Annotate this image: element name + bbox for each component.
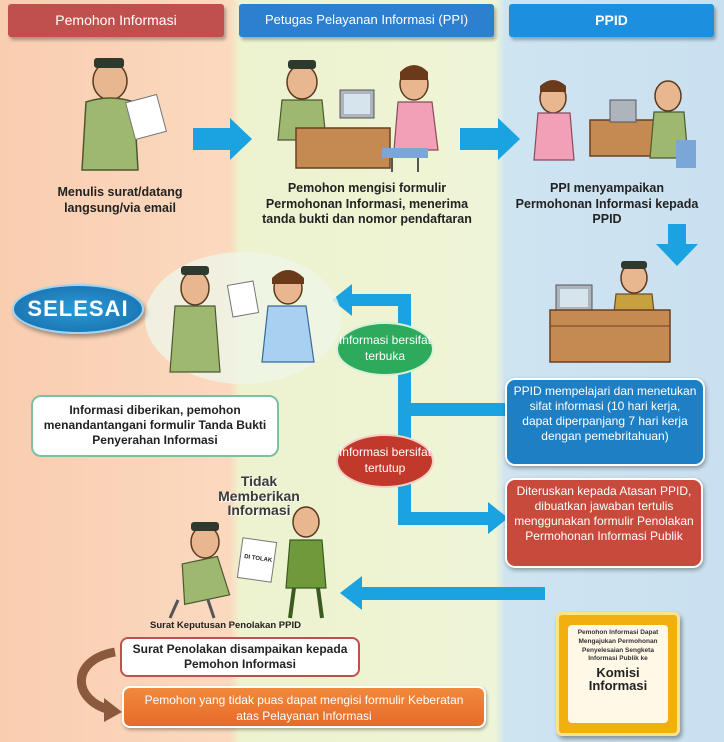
oval-open: Informasi bersifat terbuka xyxy=(336,322,434,376)
step4-box: PPID mempelajari dan menetukan sifat inf… xyxy=(505,378,705,466)
illustration-man-letter xyxy=(81,58,167,171)
done-info-box: Informasi diberikan, pemohon menandantan… xyxy=(31,395,279,457)
arrow-right-reject xyxy=(488,502,508,534)
rejection-sent-box: Surat Penolakan disampaikan kepada Pemoh… xyxy=(120,637,360,677)
objection-box: Pemohon yang tidak puas dapat mengisi fo… xyxy=(122,686,486,728)
illustration-rejection xyxy=(168,506,327,619)
arrow-right-1 xyxy=(193,118,252,160)
selesai-badge: SELESAI xyxy=(12,284,144,334)
surat-keputusan-label: Surat Keputusan Penolakan PPID xyxy=(150,620,301,631)
oval-closed: Informasi bersifat tertutup xyxy=(336,434,434,488)
tidak-memberikan-label: Tidak Memberikan Informasi xyxy=(218,473,300,519)
illustration-ppi-to-ppid xyxy=(533,80,696,168)
arrow-left-selesai xyxy=(332,284,352,316)
header-ppid: PPID xyxy=(509,4,714,37)
curved-arrow xyxy=(76,647,116,715)
header-pemohon: Pemohon Informasi xyxy=(8,4,224,37)
header-petugas: Petugas Pelayanan Informasi (PPI) xyxy=(239,4,494,37)
illustration-ppi-desk xyxy=(277,60,439,172)
arrow-left-return xyxy=(340,576,362,610)
step5-box: Diteruskan kepada Atasan PPID, dibuatkan… xyxy=(505,478,703,568)
step1-caption: Menulis surat/datang langsung/via email xyxy=(57,185,183,215)
komisi-big-text: Komisi Informasi xyxy=(588,665,648,694)
flow-line-return xyxy=(360,587,545,600)
illustration-ppid-desk xyxy=(549,261,671,363)
flow-line-bottom xyxy=(398,512,490,525)
flow-line-top xyxy=(352,294,411,306)
flow-line-ppid xyxy=(400,403,506,416)
step2-caption: Pemohon mengisi formulir Permohonan Info… xyxy=(262,181,472,227)
arrow-right-2 xyxy=(460,118,520,160)
illustration-handover xyxy=(145,252,341,384)
step3-caption: PPI menyampaikan Permohonan Informasi ke… xyxy=(515,181,699,227)
arrow-down-right xyxy=(656,224,698,266)
komisi-box: Pemohon Informasi Dapat Mengajukan Permo… xyxy=(556,612,680,736)
komisi-small-text: Pemohon Informasi Dapat Mengajukan Permo… xyxy=(577,629,659,663)
